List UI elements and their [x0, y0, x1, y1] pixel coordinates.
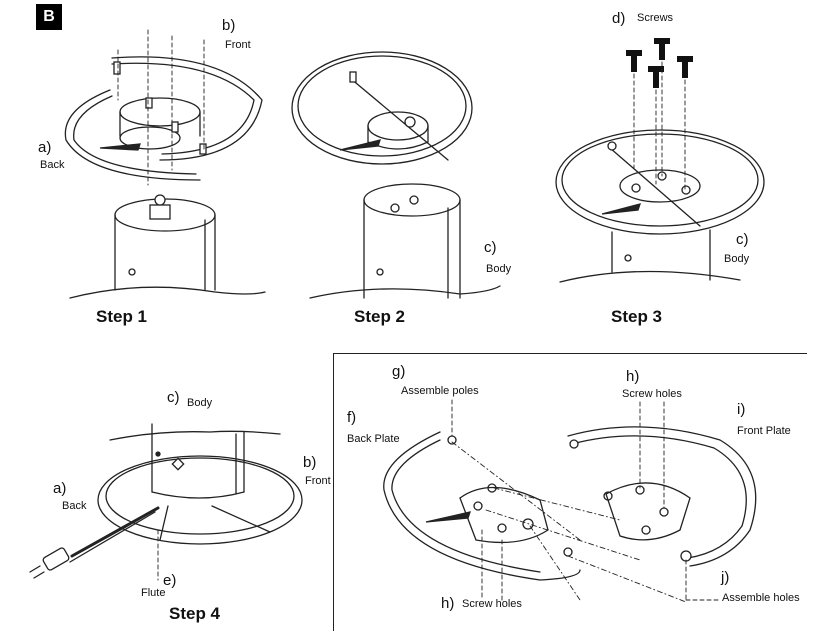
label-front: Front [305, 475, 331, 487]
step4-drawing [29, 423, 303, 581]
label-c-letter: c) [736, 231, 749, 248]
label-c-letter: c) [484, 239, 497, 256]
label-b-letter: b) [222, 17, 236, 34]
label-body: Body [486, 263, 512, 275]
plug-icon [42, 547, 70, 571]
exploded-view-panel [333, 353, 807, 631]
section-badge: B [36, 4, 62, 30]
step-2-title: Step 2 [354, 307, 406, 326]
label-back: Back [40, 159, 65, 171]
label-g-letter: g) [392, 363, 406, 380]
label-h-letter: h) [626, 368, 640, 385]
label-screw-holes: Screw holes [622, 388, 682, 400]
step3-drawing [555, 38, 765, 283]
label-front: Front [225, 39, 251, 51]
label-a-letter: a) [38, 139, 52, 156]
label-back: Back [62, 500, 87, 512]
screws-icon [626, 38, 693, 88]
label-d-letter: d) [612, 10, 626, 27]
step-3-title: Step 3 [611, 307, 663, 326]
label-e-letter: e) [163, 572, 177, 589]
step-1-title: Step 1 [96, 307, 148, 326]
exploded-plates-drawing [383, 399, 757, 603]
step-4-title: Step 4 [169, 604, 221, 623]
label-b-letter: b) [303, 454, 317, 471]
label-front-plate: Front Plate [737, 425, 791, 437]
step1-drawing [64, 29, 266, 299]
label-flute: Flute [141, 587, 166, 599]
label-assemble-holes: Assemble holes [722, 592, 800, 604]
label-a-letter: a) [53, 480, 67, 497]
label-body: Body [724, 253, 750, 265]
label-i-letter: i) [737, 401, 746, 418]
label-assemble-poles: Assemble poles [401, 385, 479, 397]
step2-drawing [291, 51, 501, 299]
label-screws: Screws [637, 12, 674, 24]
label-c-letter: c) [167, 389, 180, 406]
label-f-letter: f) [347, 409, 357, 426]
label-j-letter: j) [721, 569, 730, 586]
label-back-plate: Back Plate [347, 433, 400, 445]
label-h-letter: h) [441, 595, 455, 612]
label-screw-holes: Screw holes [462, 598, 522, 610]
label-body: Body [187, 397, 213, 409]
